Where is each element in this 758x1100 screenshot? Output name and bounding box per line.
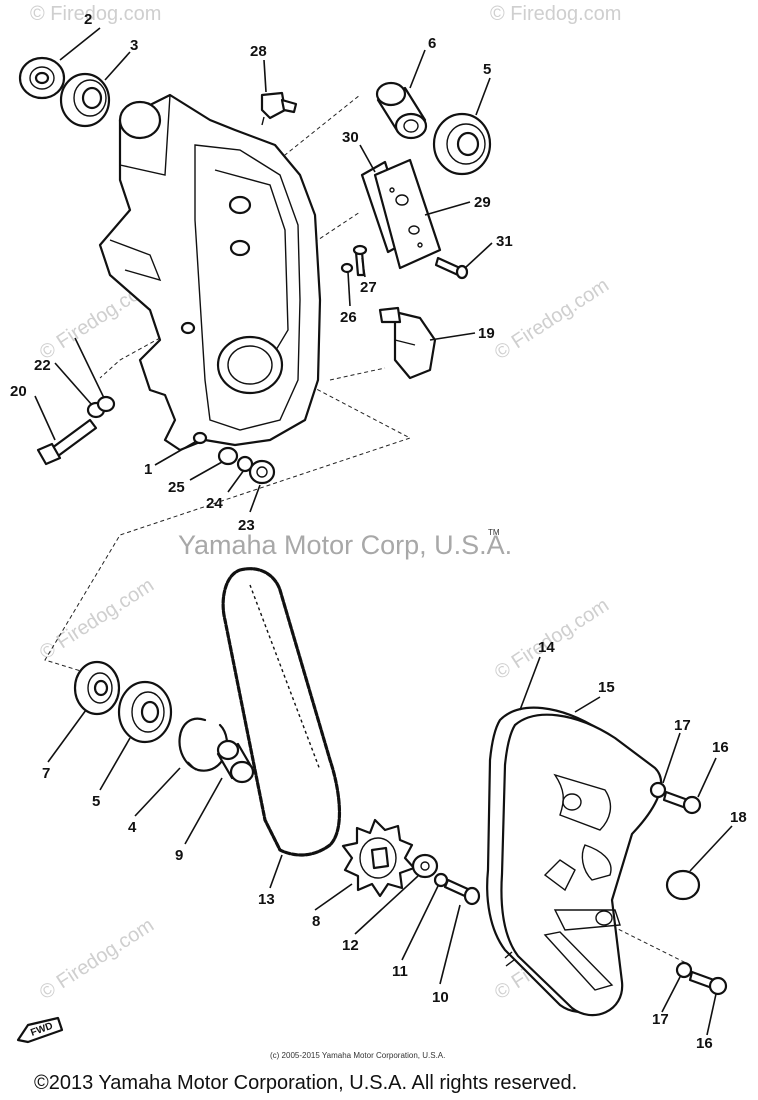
callout-29: 29	[474, 194, 491, 211]
part-29-plate	[373, 158, 442, 270]
part-26-washer	[340, 262, 354, 274]
callout-27: 27	[360, 279, 377, 296]
part-23-nut	[248, 459, 276, 485]
callout-31: 31	[496, 233, 513, 250]
callout-17: 17	[674, 717, 691, 734]
watermark: © Firedog.com	[491, 274, 613, 364]
callouts: 2 3 28 6 5 30 29 31 27 26 19 22 20 1 25 …	[10, 11, 747, 1052]
callout-20: 20	[10, 383, 27, 400]
part-16-bolt-upper	[662, 790, 702, 815]
callout-3: 3	[130, 37, 138, 54]
leader-lines	[34, 27, 733, 1036]
fwd-arrow-icon: FWD	[16, 1016, 64, 1044]
callout-28: 28	[250, 43, 267, 60]
callout-11: 11	[392, 963, 408, 980]
part-8-sprocket	[341, 818, 416, 898]
part-6-collar	[375, 81, 428, 140]
callout-26: 26	[340, 309, 357, 326]
watermark: © Firedog.com	[30, 3, 161, 25]
callout-4: 4	[128, 819, 137, 836]
callout-10: 10	[432, 989, 449, 1006]
part-16-bolt-lower	[688, 970, 728, 996]
brand-line: Yamaha Motor Corp, U.S.A.	[178, 530, 512, 560]
part-13-drive-chain	[221, 567, 341, 857]
callout-15: 15	[598, 679, 615, 696]
watermark: © Firedog.com	[36, 574, 158, 664]
part-18-plug	[665, 869, 701, 901]
part-31-screw	[434, 256, 469, 280]
callout-2: 2	[84, 11, 92, 28]
trademark-mark: TM	[488, 528, 500, 537]
part-28-fitting	[260, 91, 298, 126]
watermark: © Firedog.com	[36, 914, 158, 1004]
callout-14: 14	[538, 639, 555, 656]
part-19-tensioner	[378, 306, 437, 380]
callout-8: 8	[312, 913, 320, 930]
part-12-washer	[411, 853, 439, 879]
callout-7: 7	[42, 765, 50, 782]
callout-13: 13	[258, 891, 275, 908]
part-10-bolt	[443, 878, 481, 906]
small-copyright: (c) 2005-2015 Yamaha Motor Corporation, …	[270, 1051, 445, 1060]
callout-12: 12	[342, 937, 359, 954]
callout-24: 24	[206, 495, 223, 512]
part-17-washer-lower	[675, 961, 693, 979]
callout-22: 22	[34, 357, 51, 374]
part-5-bearing-upper	[432, 112, 492, 176]
part-1-chain-case	[98, 93, 322, 452]
callout-16-lower: 16	[696, 1035, 713, 1052]
callout-17-lower: 17	[652, 1011, 669, 1028]
callout-19: 19	[478, 325, 495, 342]
watermark: © Firedog.com	[490, 3, 621, 25]
part-24-washer	[236, 455, 254, 473]
part-25-washer	[217, 446, 239, 466]
part-15-chain-cover	[500, 713, 663, 1017]
part-9-collar	[216, 739, 255, 784]
callout-6: 6	[428, 35, 436, 52]
callout-5-lower: 5	[92, 793, 100, 810]
part-5-bearing-lower	[117, 680, 173, 744]
part-7-oil-seal	[73, 660, 121, 716]
copyright: ©2013 Yamaha Motor Corporation, U.S.A. A…	[34, 1072, 577, 1094]
part-2-oil-seal	[18, 56, 66, 100]
part-17-washer-upper	[649, 781, 667, 799]
callout-23: 23	[238, 517, 255, 534]
part-22-washer	[86, 395, 116, 419]
callout-1: 1	[144, 461, 152, 478]
callout-18: 18	[730, 809, 747, 826]
callout-25: 25	[168, 479, 185, 496]
callout-5: 5	[483, 61, 491, 78]
part-20-bolt	[36, 418, 98, 466]
callout-16: 16	[712, 739, 729, 756]
callout-30: 30	[342, 129, 359, 146]
callout-9: 9	[175, 847, 183, 864]
part-3-bearing	[59, 72, 111, 128]
